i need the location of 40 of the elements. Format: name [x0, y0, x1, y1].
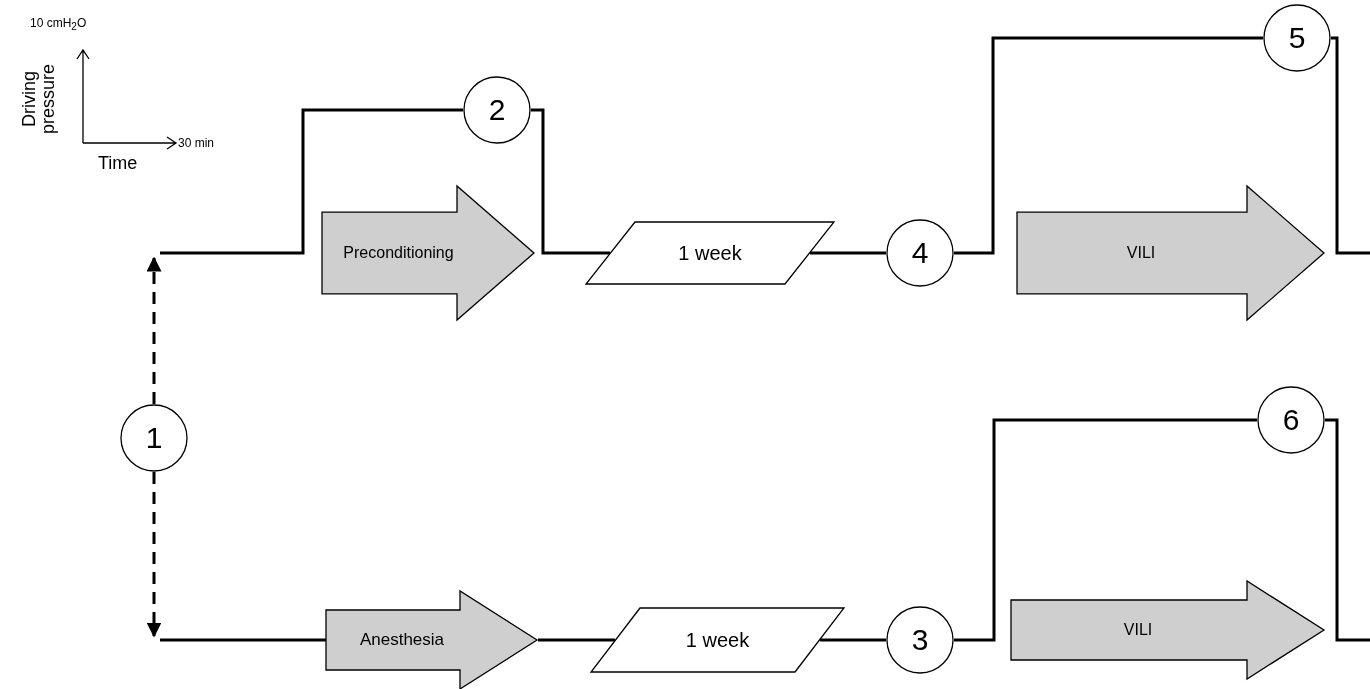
phase-label: Preconditioning: [343, 244, 454, 262]
step-number-circle: [886, 606, 954, 674]
dashed-arrow: [146, 256, 162, 404]
axis-label: Time: [98, 153, 138, 174]
pressure-trace-line: [160, 108, 463, 255]
step-number: 5: [1288, 21, 1306, 55]
step-number: 2: [488, 93, 506, 127]
interval-parallelogram: [590, 607, 845, 673]
step-number: 3: [911, 623, 929, 657]
interval-label: 1 week: [678, 241, 742, 265]
step-number-circle: [120, 404, 188, 472]
interval-parallelogram: [585, 221, 835, 285]
phase-arrow: [326, 590, 538, 689]
phase-label: VILI: [1126, 244, 1156, 262]
pressure-trace-line: [820, 638, 886, 642]
step-number: 4: [911, 236, 929, 270]
phase-arrow: [1017, 185, 1325, 321]
phase-arrow: [322, 185, 535, 321]
pressure-trace-line: [954, 418, 1257, 642]
pressure-trace-line: [954, 36, 1263, 255]
phase-label: VILI: [1123, 621, 1153, 639]
pressure-trace-line: [531, 108, 610, 255]
step-number-circle: [886, 219, 954, 287]
scale-value: 10 cmH$_{2}$O: [30, 16, 87, 33]
pressure-trace-line: [160, 638, 326, 642]
phase-arrow: [1011, 580, 1325, 680]
step-number: 1: [145, 421, 163, 455]
pressure-trace-line: [1325, 418, 1370, 642]
pressure-trace-line: [1331, 36, 1370, 255]
pressure-trace-line: [538, 638, 615, 642]
step-number: 6: [1282, 403, 1300, 437]
scale-value: 30 min: [178, 136, 215, 150]
step-number-circle: [1257, 386, 1325, 454]
phase-label: Anesthesia: [359, 630, 445, 650]
interval-label: 1 week: [685, 628, 750, 652]
pressure-trace-line: [810, 251, 886, 255]
dashed-arrow: [146, 472, 162, 638]
step-number-circle: [1263, 4, 1331, 72]
axis-label: Driving pressure: [20, 62, 58, 136]
step-number-circle: [463, 76, 531, 144]
